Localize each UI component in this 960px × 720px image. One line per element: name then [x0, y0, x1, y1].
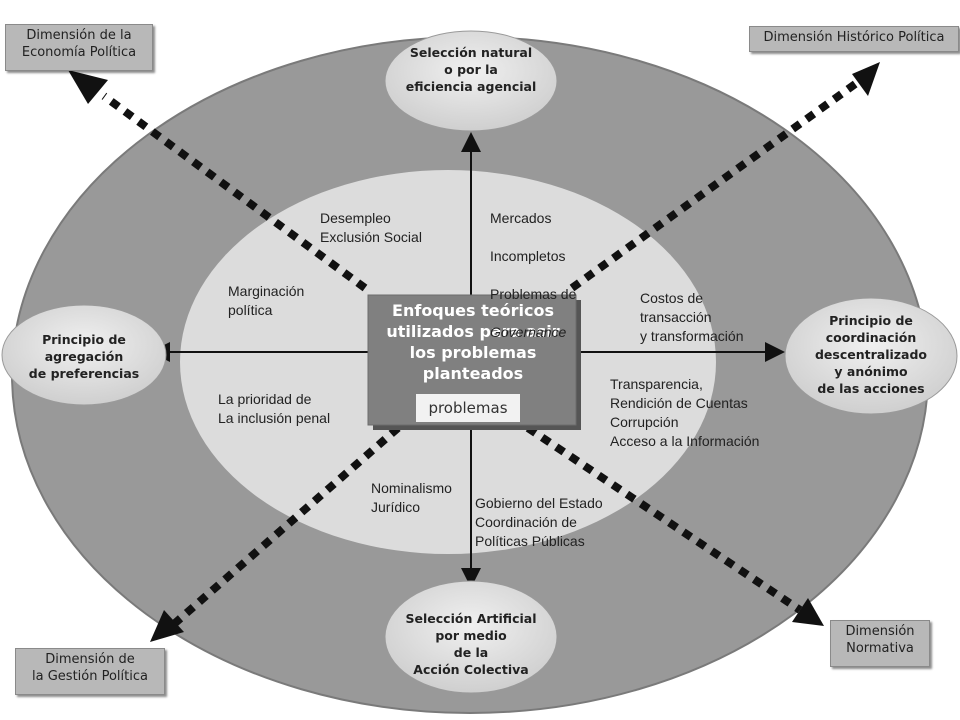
- label-marginacion: Marginación política: [228, 283, 305, 318]
- principle-agregacion: Principio de agregación de preferencias: [28, 332, 140, 381]
- label-nominalismo: Nominalismo Jurídico: [371, 480, 452, 515]
- top-node-ellipse: [384, 30, 558, 132]
- label-costos: Costos de transacción y transformación: [640, 290, 744, 344]
- label-governance: Governance: [490, 324, 567, 340]
- bottom-node-ellipse: [384, 580, 558, 694]
- label-mercados-line-2: Incompletos: [490, 248, 566, 264]
- dimension-economia-politica: Dimensión de la Economía Política: [5, 24, 153, 71]
- left-node-ellipse: [1, 304, 167, 406]
- label-mercados-line-1: Mercados: [490, 210, 552, 226]
- dimension-historico-politica: Dimensión Histórico Política: [749, 26, 959, 52]
- label-gobierno: Gobierno del Estado Coordinación de Polí…: [475, 495, 603, 549]
- dotted-arrow-top-right: [569, 78, 861, 292]
- label-mercados-line-3: Problemas de: [490, 286, 577, 302]
- label-mercados: Mercados Incompletos Problemas de Govern…: [490, 190, 576, 342]
- dotted-arrow-top-left: [101, 92, 368, 292]
- principle-seleccion-artificial: Selección Artificial por medio de la Acc…: [405, 611, 537, 677]
- arrowhead-top-right: [852, 62, 880, 96]
- arrowhead-top-left: [68, 70, 108, 104]
- label-prioridad: La prioridad de La inclusión penal: [218, 391, 331, 426]
- dimension-normativa: Dimensión Normativa: [830, 620, 930, 667]
- center-title: Enfoques teóricos utilizados para asir l…: [386, 301, 560, 383]
- dotted-arrow-bottom-right: [525, 424, 803, 614]
- right-node-ellipse: [784, 297, 958, 415]
- label-desempleo: Desempleo Exclusión Social: [320, 210, 422, 245]
- principle-coordinacion: Principio de coordinación descentralizad…: [814, 313, 928, 396]
- dimension-gestion-politica: Dimensión de la Gestión Política: [15, 648, 165, 695]
- arrowhead-bottom-right: [792, 598, 824, 626]
- arrowhead-bottom-left: [150, 610, 184, 642]
- center-tag: problemas: [416, 394, 520, 422]
- principle-seleccion-natural: Selección natural o por la eficiencia ag…: [405, 45, 537, 94]
- label-transparencia: Transparencia, Rendición de Cuentas Corr…: [610, 376, 760, 449]
